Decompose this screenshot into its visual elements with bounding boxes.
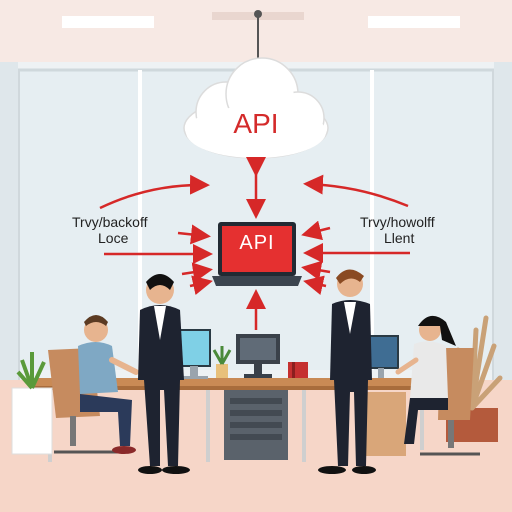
- monitor: [236, 334, 280, 378]
- data-flow-arrows: [99, 157, 410, 330]
- person-seated-left: [48, 315, 139, 454]
- ceiling-light: [62, 16, 154, 28]
- right-caption: Trvy/howolff Llent: [360, 214, 435, 246]
- left-caption: Trvy/backoff Loce: [72, 214, 147, 246]
- left-caption-line2: Loce: [98, 230, 129, 246]
- books: [288, 362, 308, 378]
- plant-left: [11, 352, 53, 455]
- desk-plant: [212, 346, 232, 378]
- cloud-icon: [183, 57, 329, 159]
- person-seated-right: [395, 315, 480, 456]
- person-standing-left: [138, 274, 190, 474]
- ceiling: [0, 0, 512, 62]
- laptop-api-label: API: [239, 232, 275, 254]
- laptop: [212, 222, 302, 286]
- person-standing-right: [318, 269, 376, 474]
- right-caption-line2: Llent: [384, 230, 415, 246]
- left-caption-line1: Trvy/backoff: [72, 214, 148, 230]
- pc-tower: [224, 390, 288, 460]
- cloud-api-label: API: [233, 108, 279, 139]
- right-caption-line1: Trvy/howolff: [360, 214, 435, 230]
- ceiling-light: [368, 16, 460, 28]
